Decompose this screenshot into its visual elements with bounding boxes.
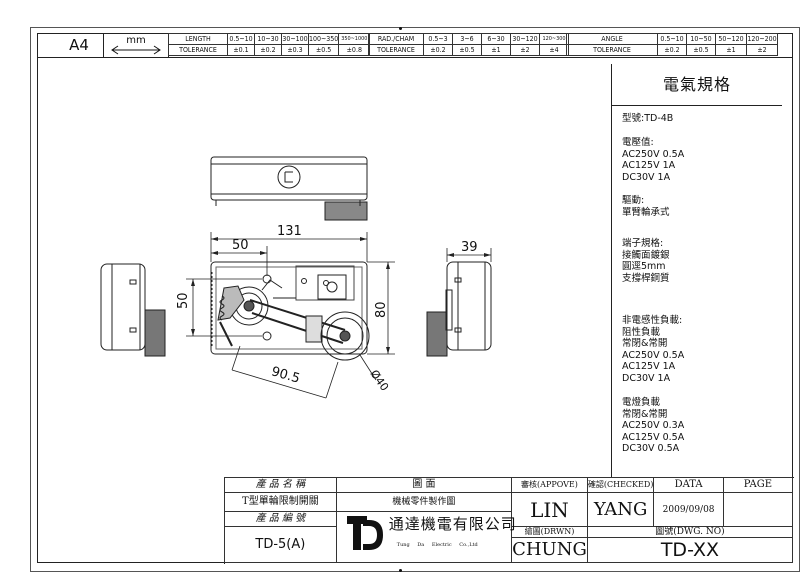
- company-cell: 通達機電有限公司 Tung Da Electric Co.,Ltd: [335, 511, 516, 563]
- spec-line: AC125V 0.5A: [622, 431, 685, 443]
- angle-tol-cell: ±2: [746, 44, 778, 56]
- left-side-view: [100, 263, 166, 357]
- product-name-value: T型單輪限制開關: [224, 492, 337, 512]
- dim-depth: 39: [461, 240, 478, 255]
- company-subtitle: Tung Da Electric Co.,Ltd: [396, 542, 478, 548]
- angle-tol-cell: ±1: [715, 44, 747, 56]
- page-label: PAGE: [722, 477, 794, 493]
- center-mark-bottom: [399, 569, 402, 572]
- rad-tol-cell: ±0.5: [452, 44, 482, 56]
- dwg-no-cell: 圖號(DWG. NO) TD-XX: [586, 526, 794, 563]
- unit-label: mm: [126, 35, 146, 46]
- page-value-cell: [722, 492, 794, 527]
- spec-noninductive-title: 非電感性負載:: [622, 315, 683, 326]
- dim-height-right: 80: [374, 301, 389, 318]
- spec-line: 阻性負載: [622, 326, 661, 338]
- spec-terminal: 端子規格: 接觸面鍍銀 圓逕5mm 支撐桿銅質: [622, 238, 670, 284]
- spec-drive-title: 驅動:: [622, 195, 645, 206]
- date-label: DATA: [653, 477, 724, 493]
- drawn-cell: 繪圖(DRWN) CHUNG: [511, 526, 588, 563]
- angle-tolerance-table: ANGLE 0.5~10 10~50 50~120 120~200 TOLERA…: [566, 33, 778, 56]
- dim-height-left: 50: [176, 292, 191, 309]
- spec-line: 常閉&常開: [622, 408, 668, 420]
- spec-inductive-title: 電燈負載: [622, 397, 661, 408]
- spec-line: AC250V 0.5A: [622, 349, 685, 361]
- product-name-label: 產 品 名 稱: [224, 477, 337, 493]
- rad-cham-tolerance-table: RAD./CHAM 0.5~3 3~6 6~30 30~120 120~300 …: [368, 33, 569, 56]
- product-code-value: TD-5(A): [224, 526, 337, 563]
- spec-rating-title: 電壓值:: [622, 137, 654, 148]
- spec-line: AC125V 1A: [622, 160, 676, 171]
- spec-rating: 電壓值: AC250V 0.5A AC125V 1A DC30V 1A: [622, 137, 684, 183]
- title-block-table: 產 品 名 稱 圖 面 審核(APPOVE) 確認(CHECKED) DATA …: [224, 477, 794, 563]
- paper-size-label: A4: [55, 33, 104, 57]
- center-mark-top: [399, 27, 402, 30]
- unit-arrow-icon: [111, 45, 161, 55]
- drawing-outer-border: [30, 27, 800, 572]
- length-tolerance-table: LENGTH 0.5~10 10~30 30~100 100~350 350~1…: [168, 33, 371, 56]
- spec-line: 常閉&常開: [622, 338, 668, 349]
- front-view: [210, 261, 370, 361]
- drawing-value: 機械零件製作圖: [335, 492, 513, 512]
- angle-tol-cell: ±0.2: [657, 44, 687, 56]
- dwg-no-label: 圖號(DWG. NO): [587, 527, 792, 538]
- approve-value: LIN: [511, 492, 588, 527]
- dim-pivot-offset: 50: [232, 238, 249, 253]
- approve-label: 審核(APPOVE): [511, 477, 588, 493]
- spec-line: 接觸面鍍銀: [622, 249, 670, 261]
- spec-title: 電氣規格: [612, 64, 782, 106]
- drawn-label: 繪圖(DRWN): [512, 527, 587, 538]
- dimension-arrows: [191, 237, 491, 354]
- company-name: 通達機電有限公司: [388, 515, 517, 533]
- spec-panel: 電氣規格 型號:TD-4B 電壓值: AC250V 0.5A AC125V 1A…: [611, 64, 782, 477]
- spec-line: DC30V 0.5A: [622, 443, 680, 454]
- dimension-lines: [186, 232, 492, 399]
- spec-line: 支撐桿銅質: [622, 272, 670, 284]
- dwg-no-value: TD-XX: [660, 539, 720, 561]
- check-value: YANG: [586, 492, 655, 527]
- spec-line: DC30V 1A: [622, 372, 671, 384]
- top-view: [210, 156, 368, 221]
- drawn-value: CHUNG: [512, 539, 587, 560]
- spec-line: 單臂輪承式: [622, 206, 670, 218]
- spec-drive: 驅動: 單臂輪承式: [622, 195, 670, 218]
- right-side-view: [426, 261, 492, 357]
- spec-line: AC250V 0.3A: [622, 420, 685, 431]
- date-value: 2009/09/08: [653, 492, 724, 527]
- spec-noninductive: 非電感性負載: 阻性負載 常閉&常開 AC250V 0.5A AC125V 1A…: [622, 315, 684, 384]
- spec-line: DC30V 1A: [622, 171, 671, 183]
- spec-model: 型號:TD-4B: [622, 113, 674, 124]
- spec-line: 圓逕5mm: [622, 261, 666, 272]
- drawing-label: 圖 面: [335, 477, 513, 493]
- product-code-label: 產 品 編 號: [224, 511, 337, 527]
- company-logo-icon: [346, 516, 383, 550]
- length-tol-cell: ±0.5: [307, 44, 340, 56]
- spec-line: AC125V 1A: [622, 361, 676, 372]
- spec-inductive: 電燈負載 常閉&常開 AC250V 0.3A AC125V 0.5A DC30V…: [622, 397, 684, 455]
- check-label: 確認(CHECKED): [586, 477, 655, 493]
- dim-overall-length: 131: [277, 224, 302, 239]
- spec-line: AC250V 0.5A: [622, 148, 685, 160]
- length-tolerance-label: TOLERANCE: [168, 44, 228, 56]
- header-divider: [37, 57, 793, 58]
- spec-terminal-title: 端子規格:: [622, 238, 664, 249]
